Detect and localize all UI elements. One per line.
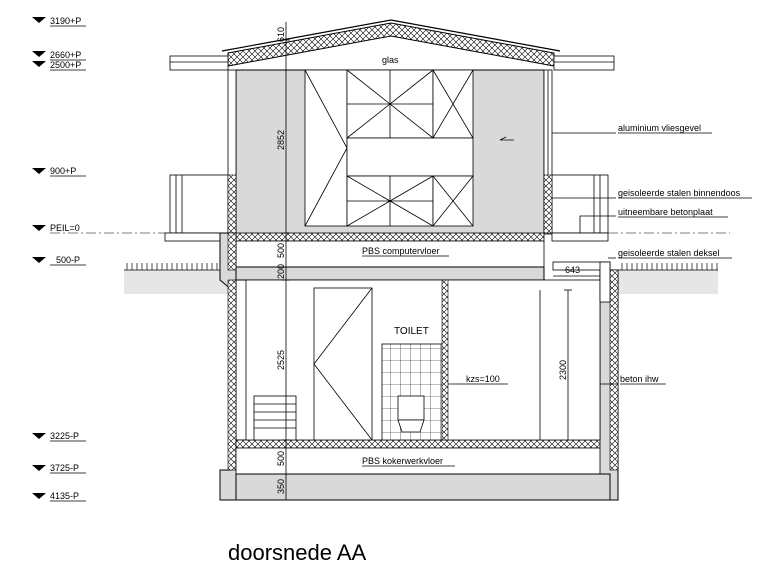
level-label: 3190+P xyxy=(50,16,81,26)
level-markers: 3190+P 2660+P 2500+P 900+P PEIL=0 500-P xyxy=(32,16,730,502)
glas-label: glas xyxy=(382,55,399,65)
betonplaat-label: uitneembare betonplaat xyxy=(618,207,713,217)
beton-label: beton ihw xyxy=(620,374,659,384)
drawing-title: doorsnede AA xyxy=(228,540,367,565)
dim-base: 350 xyxy=(276,479,286,494)
stairs xyxy=(253,395,297,441)
level-marker: PEIL=0 xyxy=(32,223,730,234)
level-label: 2500+P xyxy=(50,60,81,70)
level-label: 3225-P xyxy=(50,431,79,441)
level-marker: 3725-P xyxy=(32,463,86,474)
toilet-label: TOILET xyxy=(394,326,429,337)
dim-cabinet: 643 xyxy=(565,265,580,275)
callouts: aluminium vliesgevel geisoleerde stalen … xyxy=(552,123,752,385)
dim-slab: 200 xyxy=(276,264,286,279)
level-label: 4135-P xyxy=(50,491,79,501)
aluminium-label: aluminium vliesgevel xyxy=(618,123,701,133)
level-label: 2660+P xyxy=(50,50,81,60)
computer-floor: PBS computervloer xyxy=(164,232,609,281)
level-marker: 2660+P xyxy=(32,50,86,61)
level-marker: 3225-P xyxy=(32,431,86,442)
basement: PBS kokerwerkvloer TOILET kzs=100 xyxy=(219,232,619,501)
level-marker: 900+P xyxy=(32,166,86,177)
dim-lower-height: 2525 xyxy=(276,350,286,370)
dim-floor-top: 500 xyxy=(276,243,286,258)
dim-right-height: 2300 xyxy=(558,360,568,380)
level-label: 900+P xyxy=(50,166,76,176)
dim-floor-bottom: 500 xyxy=(276,451,286,466)
level-marker: 3190+P xyxy=(32,16,86,27)
level-label: 3725-P xyxy=(50,463,79,473)
dimension-chain: 610 2852 500 200 2525 500 350 2300 643 xyxy=(276,22,600,500)
level-marker: 2500+P xyxy=(32,60,86,71)
binnendoos-label: geisoleerde stalen binnendoos xyxy=(618,188,741,198)
dim-upper-height: 2852 xyxy=(276,130,286,150)
kokerwerkvloer-label: PBS kokerwerkvloer xyxy=(362,456,443,466)
upper-box xyxy=(169,69,609,235)
kzs-label: kzs=100 xyxy=(466,374,500,384)
level-label: 500-P xyxy=(56,255,80,265)
deksel-label: geisoleerde stalen deksel xyxy=(618,248,720,258)
level-marker: 4135-P xyxy=(32,491,86,502)
computervloer-label: PBS computervloer xyxy=(362,246,440,256)
level-label: PEIL=0 xyxy=(50,223,80,233)
ground xyxy=(124,263,718,294)
dim-roof: 610 xyxy=(276,27,286,42)
level-marker: 500-P xyxy=(32,255,86,266)
roof: glas xyxy=(169,19,615,71)
